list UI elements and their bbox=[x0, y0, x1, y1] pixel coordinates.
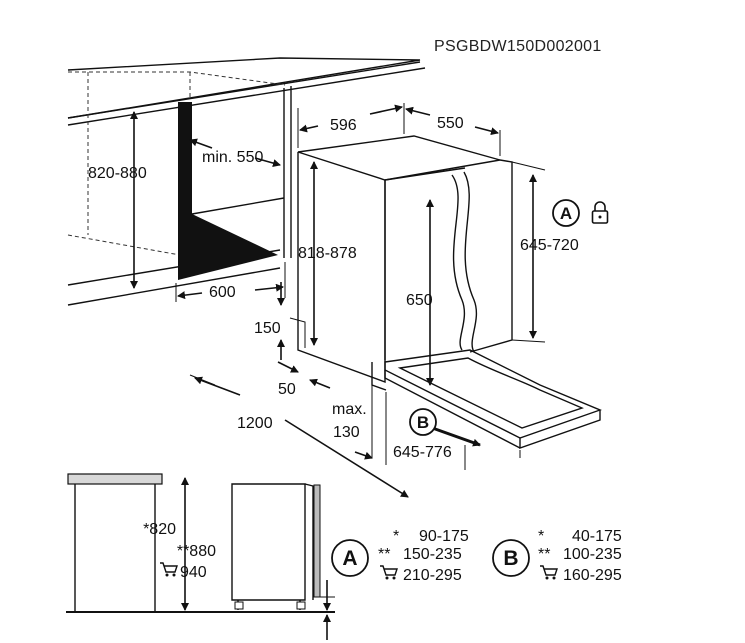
plinth-height-label: 150 bbox=[254, 320, 281, 337]
table-b-mark-2: ** bbox=[538, 546, 550, 563]
product-code: PSGBDW150D002001 bbox=[434, 38, 602, 55]
appliance-depth-label: 550 bbox=[437, 115, 464, 132]
side-view-drawing bbox=[66, 473, 335, 640]
svg-text:B: B bbox=[417, 413, 429, 432]
cart-icon bbox=[379, 565, 398, 581]
table-a-value-1: 90-175 bbox=[419, 528, 469, 545]
door-height-label: 645-720 bbox=[520, 237, 579, 254]
table-b-value-3: 160-295 bbox=[563, 567, 622, 584]
callout-a-top: A bbox=[552, 199, 580, 227]
table-b-value-1: 40-175 bbox=[572, 528, 622, 545]
legend-height-3: 940 bbox=[180, 564, 207, 581]
cart-icon bbox=[539, 565, 558, 581]
legend-height-2: **880 bbox=[177, 543, 216, 560]
door-travel-label: 645-776 bbox=[393, 444, 452, 461]
table-b-letter: B bbox=[503, 547, 518, 570]
lock-icon bbox=[591, 201, 609, 224]
table-a-value-2: 150-235 bbox=[403, 546, 462, 563]
table-a-mark-2: ** bbox=[378, 546, 390, 563]
callout-a-letter: A bbox=[560, 204, 572, 223]
max-label: max. bbox=[332, 401, 367, 418]
niche-height-label: 820-880 bbox=[88, 165, 147, 182]
max-value-label: 130 bbox=[333, 424, 360, 441]
dishwasher-drawing bbox=[189, 103, 602, 498]
plinth-depth-label: 50 bbox=[278, 381, 296, 398]
table-b-value-2: 100-235 bbox=[563, 546, 622, 563]
min-depth-label: min. 550 bbox=[202, 149, 263, 166]
table-b-mark-1: * bbox=[538, 528, 544, 545]
table-a-mark-1: * bbox=[393, 528, 399, 545]
appliance-height-label: 818-878 bbox=[298, 245, 357, 262]
open-door-label: 650 bbox=[406, 292, 433, 309]
legend-height-1: *820 bbox=[143, 521, 176, 538]
table-b: B * 40-175 ** 100-235 160-295 bbox=[492, 528, 622, 584]
table-a-value-3: 210-295 bbox=[403, 567, 462, 584]
niche-width-label: 600 bbox=[209, 284, 236, 301]
table-a-letter: A bbox=[342, 547, 357, 570]
cart-icon bbox=[159, 562, 178, 578]
table-a: A * 90-175 ** 150-235 210-295 bbox=[331, 528, 469, 584]
appliance-width-label: 596 bbox=[330, 117, 357, 134]
total-depth-label: 1200 bbox=[237, 415, 273, 432]
callout-b-top: B bbox=[409, 408, 437, 436]
niche-drawing bbox=[67, 57, 426, 306]
